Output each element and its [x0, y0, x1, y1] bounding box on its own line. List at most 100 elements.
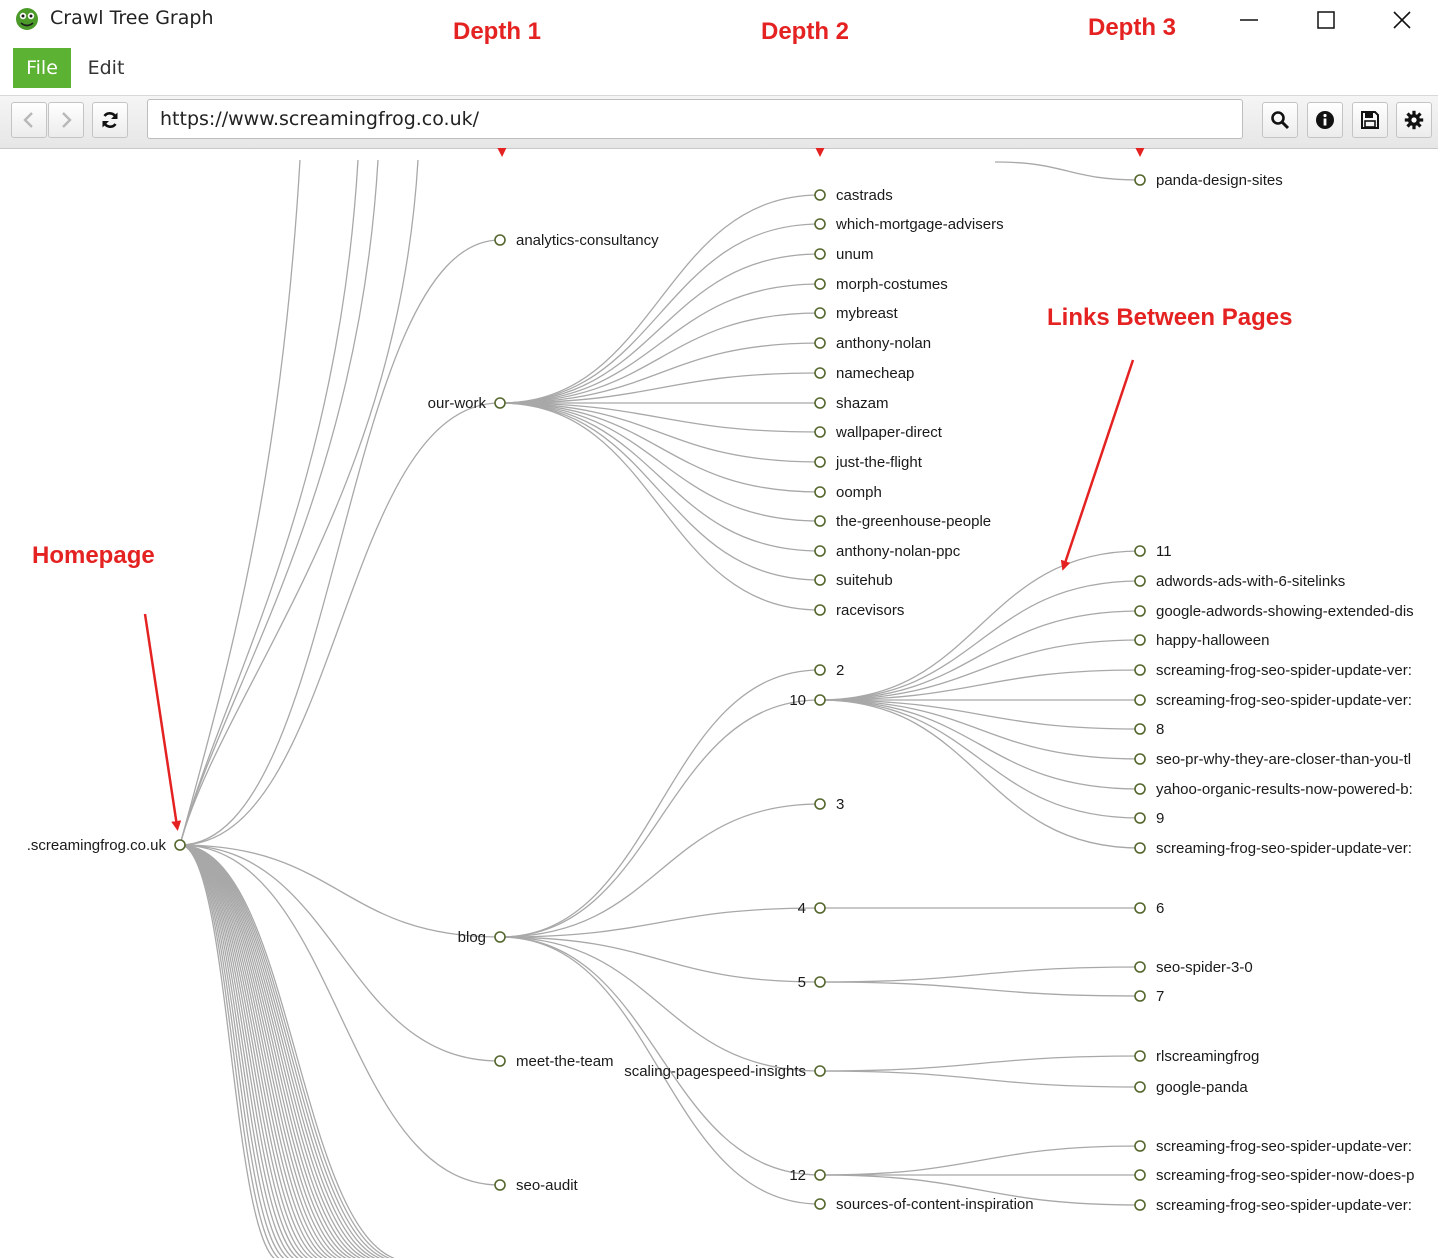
search-button[interactable]	[1262, 102, 1298, 138]
tree-node-label[interactable]: yahoo-organic-results-now-powered-b:	[1156, 781, 1413, 798]
tree-node-label[interactable]: morph-costumes	[836, 276, 948, 293]
tree-node-label[interactable]: our-work	[428, 395, 487, 412]
tree-node-label[interactable]: screaming-frog-seo-spider-update-ver:	[1156, 1138, 1412, 1155]
tree-node-label[interactable]: 4	[798, 900, 806, 917]
tree-node-label[interactable]: wallpaper-direct	[835, 424, 943, 441]
back-button[interactable]	[11, 102, 47, 138]
tree-node-label[interactable]: oomph	[836, 484, 882, 501]
tree-node[interactable]	[814, 189, 826, 201]
save-button[interactable]	[1352, 102, 1388, 138]
tree-node[interactable]	[814, 798, 826, 810]
tree-node[interactable]	[814, 664, 826, 676]
tree-node[interactable]	[1134, 634, 1146, 646]
tree-node-label[interactable]: 8	[1156, 721, 1164, 738]
tree-node-label[interactable]: screaming-frog-seo-spider-update-ver:	[1156, 840, 1412, 857]
tree-node-label[interactable]: suitehub	[836, 572, 893, 589]
tree-node[interactable]	[814, 278, 826, 290]
tree-node[interactable]	[1134, 1050, 1146, 1062]
tree-node[interactable]	[494, 397, 506, 409]
tree-node-label[interactable]: rlscreamingfrog	[1156, 1048, 1259, 1065]
tree-node-label[interactable]: adwords-ads-with-6-sitelinks	[1156, 573, 1345, 590]
tree-node-label[interactable]: panda-design-sites	[1156, 172, 1283, 189]
tree-node-label[interactable]: unum	[836, 246, 874, 263]
tree-node-label[interactable]: anthony-nolan-ppc	[836, 543, 961, 560]
tree-node[interactable]	[814, 976, 826, 988]
tree-node[interactable]	[1134, 1199, 1146, 1211]
tree-node[interactable]	[814, 426, 826, 438]
tree-node[interactable]	[814, 367, 826, 379]
tree-node[interactable]	[1134, 961, 1146, 973]
refresh-button[interactable]	[92, 102, 128, 138]
tree-node[interactable]	[1134, 842, 1146, 854]
tree-node[interactable]	[1134, 783, 1146, 795]
tree-node[interactable]	[814, 515, 826, 527]
crawl-tree-graph[interactable]: .screamingfrog.co.uk analytics-consultanc…	[0, 148, 1438, 1258]
tree-node[interactable]	[494, 234, 506, 246]
tree-node-label[interactable]: screaming-frog-seo-spider-now-does-p	[1156, 1167, 1414, 1184]
tree-node[interactable]	[494, 931, 506, 943]
tree-node-label[interactable]: the-greenhouse-people	[836, 513, 991, 530]
tree-node-label[interactable]: just-the-flight	[835, 454, 923, 471]
tree-node-label[interactable]: seo-audit	[516, 1177, 579, 1194]
tree-node-label[interactable]: 5	[798, 974, 806, 991]
maximize-button[interactable]	[1292, 0, 1362, 40]
tree-node[interactable]	[814, 218, 826, 230]
tree-node-label[interactable]: scaling-pagespeed-insights	[624, 1063, 806, 1080]
tree-node[interactable]	[1134, 174, 1146, 186]
tree-node-label[interactable]: seo-spider-3-0	[1156, 959, 1253, 976]
forward-button[interactable]	[48, 102, 84, 138]
menu-edit[interactable]: Edit	[87, 57, 125, 79]
tree-node-label[interactable]: 12	[789, 1167, 806, 1184]
tree-node-label[interactable]: namecheap	[836, 365, 914, 382]
tree-node[interactable]	[1134, 545, 1146, 557]
url-input[interactable]	[147, 99, 1243, 139]
tree-node[interactable]	[814, 1065, 826, 1077]
tree-node-label[interactable]: 9	[1156, 810, 1164, 827]
tree-node[interactable]	[1134, 605, 1146, 617]
tree-node-label[interactable]: 2	[836, 662, 844, 679]
tree-node[interactable]	[1134, 1140, 1146, 1152]
tree-node-label[interactable]: happy-halloween	[1156, 632, 1269, 649]
tree-node-label[interactable]: mybreast	[836, 305, 899, 322]
tree-node[interactable]	[814, 574, 826, 586]
tree-node[interactable]	[1134, 902, 1146, 914]
tree-node-label[interactable]: .screamingfrog.co.uk	[27, 837, 167, 854]
tree-node-label[interactable]: anthony-nolan	[836, 335, 931, 352]
tree-node-label[interactable]: 11	[1156, 543, 1172, 560]
settings-button[interactable]	[1396, 102, 1432, 138]
tree-node[interactable]	[814, 486, 826, 498]
tree-node[interactable]	[814, 248, 826, 260]
tree-node[interactable]	[814, 694, 826, 706]
tree-node-label[interactable]: screaming-frog-seo-spider-update-ver:	[1156, 662, 1412, 679]
tree-node-label[interactable]: screaming-frog-seo-spider-update-ver:	[1156, 692, 1412, 709]
tree-node[interactable]	[1134, 1169, 1146, 1181]
tree-node[interactable]	[814, 1169, 826, 1181]
tree-node[interactable]	[494, 1055, 506, 1067]
tree-node-label[interactable]: which-mortgage-advisers	[835, 216, 1004, 233]
tree-node-label[interactable]: meet-the-team	[516, 1053, 614, 1070]
minimize-button[interactable]	[1215, 0, 1285, 40]
tree-node-label[interactable]: racevisors	[836, 602, 904, 619]
tree-node[interactable]	[1134, 990, 1146, 1002]
tree-node-label[interactable]: 6	[1156, 900, 1164, 917]
tree-node[interactable]	[494, 1179, 506, 1191]
tree-node[interactable]	[1134, 664, 1146, 676]
tree-node-label[interactable]: google-adwords-showing-extended-dis	[1156, 603, 1414, 620]
tree-node-label[interactable]: sources-of-content-inspiration	[836, 1196, 1034, 1213]
info-button[interactable]	[1307, 102, 1343, 138]
tree-node[interactable]	[1134, 812, 1146, 824]
tree-node-label[interactable]: shazam	[836, 395, 889, 412]
tree-node[interactable]	[1134, 575, 1146, 587]
tree-node-label[interactable]: 10	[789, 692, 806, 709]
tree-node[interactable]	[1134, 1081, 1146, 1093]
tree-node-label[interactable]: 7	[1156, 988, 1164, 1005]
tree-node[interactable]	[814, 307, 826, 319]
tree-node-label[interactable]: analytics-consultancy	[516, 232, 659, 249]
tree-node[interactable]	[1134, 694, 1146, 706]
tree-node[interactable]	[1134, 723, 1146, 735]
tree-node-label[interactable]: seo-pr-why-they-are-closer-than-you-tl	[1156, 751, 1411, 768]
tree-node[interactable]	[174, 839, 186, 851]
tree-node-label[interactable]: screaming-frog-seo-spider-update-ver:	[1156, 1197, 1412, 1214]
tree-node-label[interactable]: blog	[458, 929, 486, 946]
close-button[interactable]	[1368, 0, 1438, 40]
